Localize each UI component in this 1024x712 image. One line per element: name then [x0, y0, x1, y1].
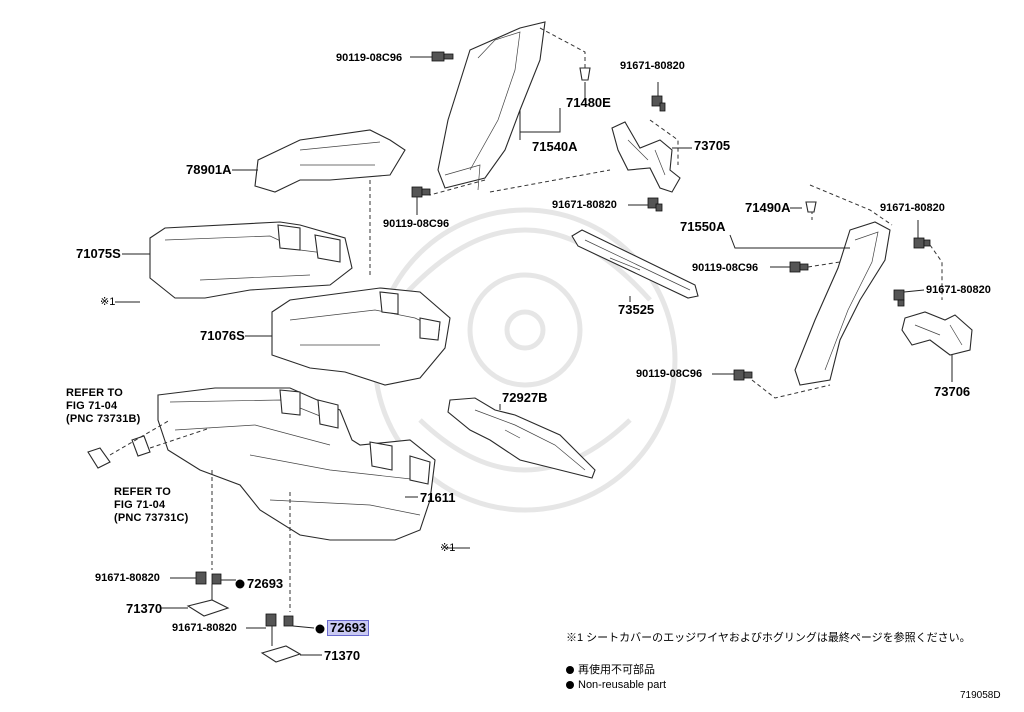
part-label: 71611	[420, 490, 456, 505]
part-label: 91671-80820	[552, 199, 617, 211]
part-label: 71490A	[745, 200, 791, 215]
bolt-icon	[411, 186, 431, 198]
seat-cushion-cover-71075S	[149, 221, 353, 299]
bolt-icon	[913, 237, 931, 249]
seat-mat-72927B	[447, 397, 596, 479]
non-reusable-dot	[315, 624, 325, 634]
seat-cushion-71076S	[271, 287, 451, 386]
part-label: 73525	[618, 302, 655, 317]
nut-plate-71370-a	[186, 599, 230, 617]
non-reusable-dot	[235, 579, 245, 589]
footnote-mark: ※1	[440, 542, 456, 554]
part-label: 73705	[694, 138, 731, 153]
part-label: 72927B	[502, 390, 548, 405]
refer-note-line: FIG 71-04	[114, 499, 166, 511]
part-label: 71370	[324, 648, 361, 663]
footnote-mark: ※1	[100, 296, 116, 308]
part-label: 91671-80820	[620, 60, 685, 72]
bolt-icon	[431, 51, 454, 62]
footnote-text: ※1 シートカバーのエッジワイヤおよびホグリングは最終ページを参照ください。	[566, 632, 971, 644]
seatbelt-bracket-right	[611, 121, 681, 193]
part-label: 71540A	[532, 139, 578, 154]
part-label: 91671-80820	[880, 202, 945, 214]
legend-en-text: Non-reusable part	[578, 679, 667, 691]
part-label: 90119-08C96	[692, 262, 759, 274]
part-label: 73706	[934, 384, 971, 399]
bolt-icon	[647, 197, 663, 212]
refer-note-line: (PNC 73731C)	[114, 512, 189, 524]
bolt-icon	[733, 369, 753, 381]
part-label: 71550A	[680, 219, 726, 234]
bolt-icon	[195, 571, 222, 585]
seatback-side-right	[794, 221, 891, 386]
seatback-side-left	[437, 21, 546, 189]
refer-note-line: REFER TO	[114, 486, 172, 498]
part-label: 90119-08C96	[383, 218, 450, 230]
part-label: 71480E	[566, 95, 611, 110]
part-label: 78901A	[186, 162, 232, 177]
figure-id: 719058D	[960, 690, 1001, 701]
part-label: 71076S	[200, 328, 245, 343]
part-label: 72693	[247, 576, 284, 591]
clip-icon	[805, 201, 817, 213]
legend-en: Non-reusable part	[566, 679, 666, 692]
clip-icon	[579, 67, 591, 81]
nut-plate-71370-b	[260, 645, 302, 663]
bolt-icon	[651, 95, 666, 112]
legend-jp-text: 再使用不可部品	[578, 664, 655, 676]
bolt-icon	[893, 289, 905, 307]
part-label: 91671-80820	[95, 572, 160, 584]
non-reusable-dot	[566, 681, 574, 690]
part-label: 90119-08C96	[636, 368, 703, 380]
part-label-highlighted[interactable]: 72693	[327, 620, 370, 636]
part-label: 91671-80820	[926, 284, 991, 296]
bolt-icon	[265, 613, 294, 627]
part-label: 91671-80820	[172, 622, 237, 634]
part-label: 71370	[126, 601, 163, 616]
non-reusable-dot	[566, 666, 574, 675]
refer-note-line: FIG 71-04	[66, 400, 118, 412]
legend-jp: 再使用不可部品	[566, 664, 655, 677]
refer-note-line: (PNC 73731B)	[66, 413, 141, 425]
seat-pad-78901A	[254, 129, 406, 193]
hook-icon	[87, 435, 151, 469]
part-label: 90119-08C96	[336, 52, 403, 64]
part-label: 71075S	[76, 246, 121, 261]
refer-note-line: REFER TO	[66, 387, 124, 399]
bolt-icon	[789, 261, 809, 273]
